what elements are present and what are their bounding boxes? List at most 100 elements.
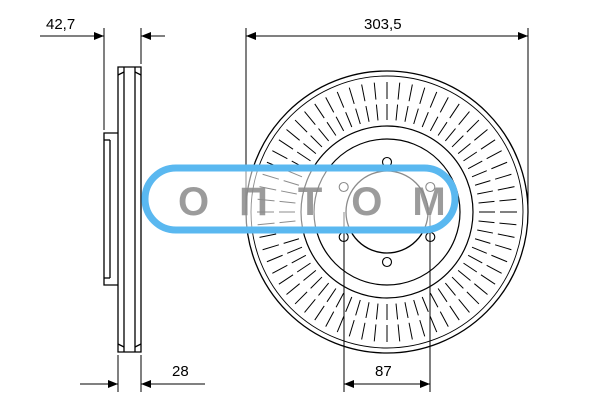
vane-segment [494,244,512,251]
vane-segment [294,291,308,305]
dimension-bolt-circle [343,212,431,392]
vane-segment [361,322,366,340]
vane-segment [314,103,325,119]
side-view-chamfer [134,71,142,76]
vane-segment [474,238,491,244]
vane-segment [471,246,487,254]
vane-segment [451,135,464,148]
side-view-chamfer [134,343,142,348]
dimension-label-bolt-circle: 87 [375,363,392,380]
side-view-chamfer [117,343,125,348]
vane-segment [291,254,307,264]
vane-segment [286,283,300,295]
arrow-head [344,380,354,388]
vane-segment [348,319,355,337]
watermark-frame [141,164,459,234]
vane-segment [278,274,294,285]
vane-segment [365,105,370,122]
vane-segment [404,105,409,122]
vane-segment [421,112,429,128]
vane-segment [375,104,379,121]
vane-segment [471,170,487,178]
arrow-head [141,32,151,40]
vane-segment [419,319,426,337]
vane-segment [365,302,370,319]
arrow-head [141,380,151,388]
vane-segment [480,274,496,285]
vane-segment [345,112,353,128]
vane-segment [326,288,337,303]
vane-segment [439,311,449,327]
vane-segment [325,97,335,113]
bolt-hole [381,256,393,268]
vane-segment [458,111,470,125]
vane-segment [413,299,419,316]
vane-segment [336,316,345,333]
vane-segment [259,233,277,238]
vane-segment [444,282,456,296]
vane-segment [494,173,512,180]
vane-segment [486,150,502,160]
vane-segment [303,269,317,281]
vane-segment [408,322,413,340]
vane-segment [355,299,361,316]
vane-segment [497,233,515,238]
vane-segment [296,151,311,162]
vane-segment [491,161,508,170]
vane-segment [429,91,438,108]
vane-segment [361,84,366,102]
vane-segment [278,139,294,150]
dimension-hub-height [40,28,165,130]
vane-segment [474,180,491,186]
vane-segment [499,222,517,226]
vane-segment [457,143,471,155]
vane-segment [318,282,330,296]
vane-segment [474,129,488,141]
dimension-label-outer-diameter: 303,5 [364,16,402,33]
vane-segment [335,116,345,132]
vane-segment [283,238,300,244]
arrow-head [246,32,256,40]
vane-segment [419,87,426,105]
vane-segment [467,254,483,264]
vane-segment [304,111,316,125]
vane-segment [272,264,288,274]
arrow-head [108,380,118,388]
vane-segment [480,139,496,150]
vane-segment [478,220,495,224]
vane-segment [325,311,335,327]
vane-segment [266,254,283,263]
vane-segment [326,121,337,136]
watermark: ОПТОМ [141,164,476,234]
vane-segment [262,244,280,251]
vane-segment [467,160,483,170]
vane-segment [335,292,345,308]
vane-segment [304,299,316,313]
vane-segment [429,316,438,333]
vane-segment [310,276,323,289]
vane-segment [449,305,460,321]
vane-segment [348,87,355,105]
vane-segment [439,97,449,113]
watermark-text: ОПТОМ [178,180,476,224]
arrow-head [94,32,104,40]
vane-segment [303,143,317,155]
vane-segment [466,119,480,133]
vane-segment [373,324,377,342]
vane-segment [408,84,413,102]
vane-segment [413,108,419,125]
vane-segment [466,291,480,305]
vane-segment [449,103,460,119]
vane-segment [491,254,508,263]
vane-segment [477,190,494,195]
side-view-profile [117,66,142,353]
vane-segment [286,129,300,141]
vane-segment [294,119,308,133]
vane-segment [477,229,494,234]
vane-segment [287,246,303,254]
vane-segment [451,276,464,289]
vane-segment [404,302,409,319]
vane-segment [497,186,515,191]
vane-segment [373,82,377,100]
